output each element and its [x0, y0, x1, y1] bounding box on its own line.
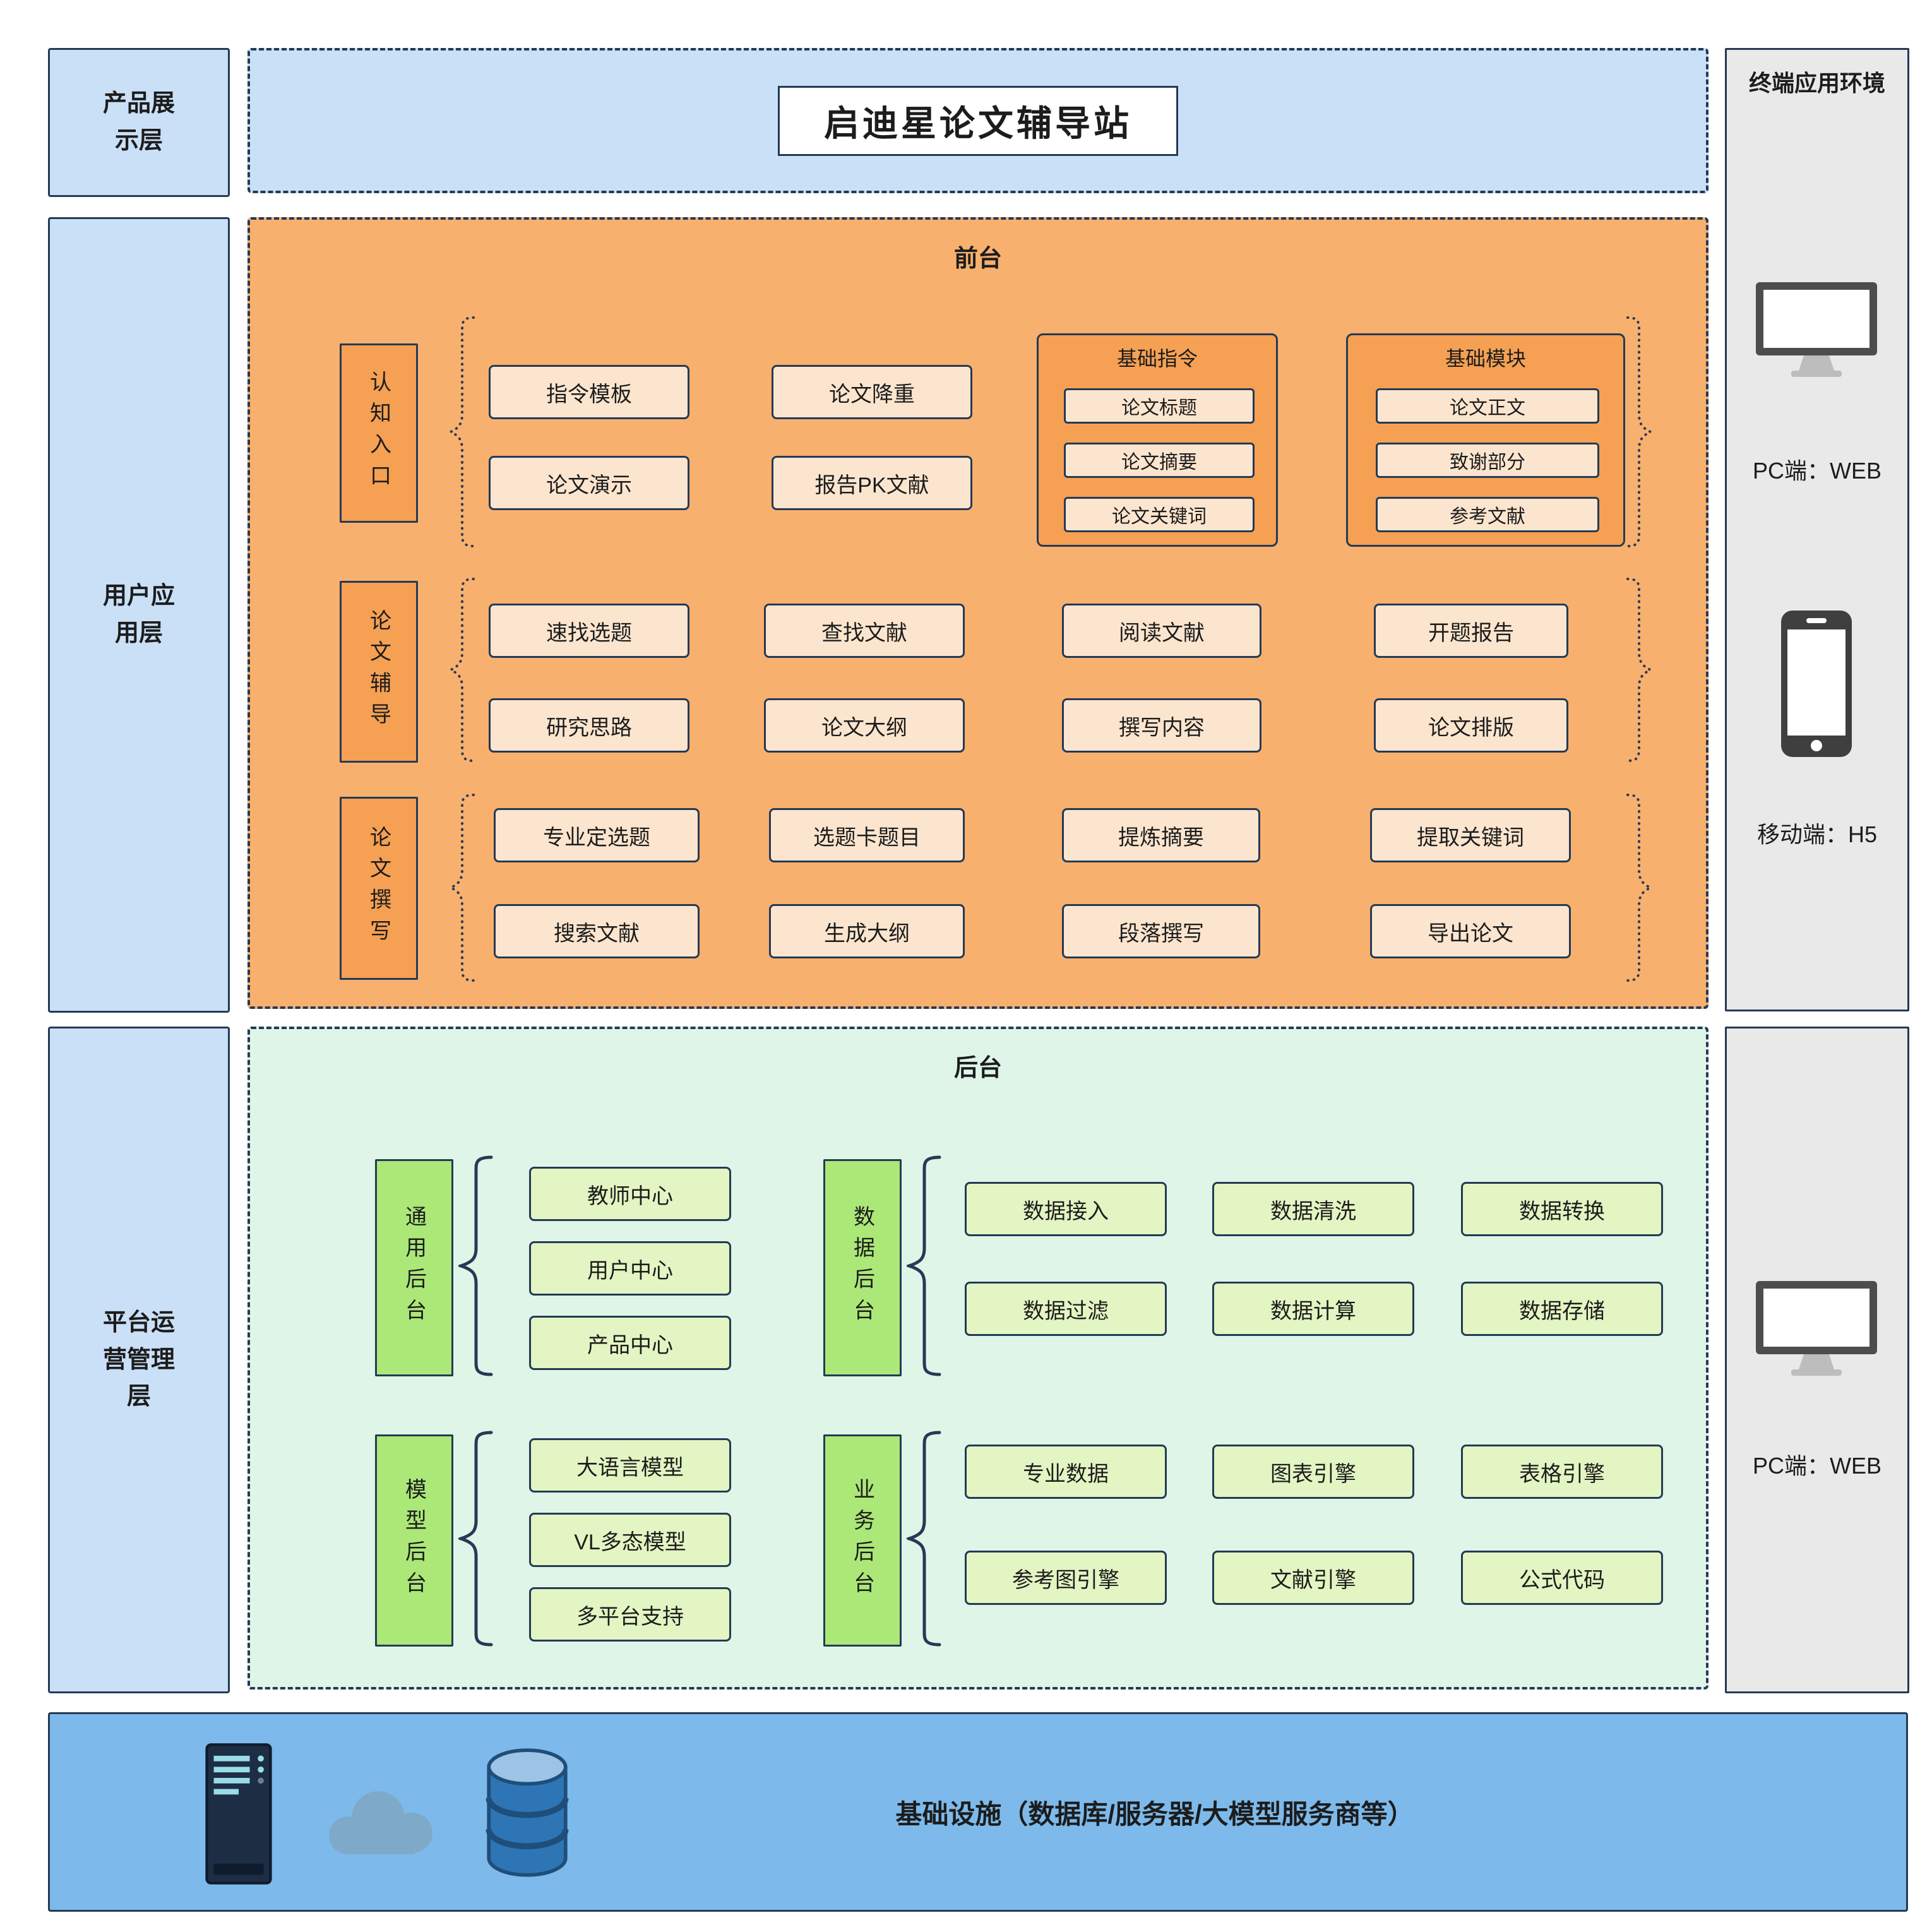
front-item: 段落撰写: [1062, 904, 1260, 958]
front-item: 论文演示: [489, 456, 689, 510]
front-item: 提炼摘要: [1062, 808, 1260, 862]
back-group-label-business: 业务后台: [823, 1434, 902, 1647]
back-item: 表格引擎: [1461, 1445, 1663, 1499]
front-item: 生成大纲: [769, 904, 965, 958]
dotted-brace-right-icon: [1626, 316, 1653, 547]
back-item: 数据接入: [965, 1182, 1167, 1236]
front-item: 研究思路: [489, 698, 689, 753]
dotted-brace-right-icon: [1626, 578, 1653, 762]
front-item: 阅读文献: [1062, 604, 1261, 658]
front-group-basic-instructions: 基础指令 论文标题 论文摘要 论文关键词: [1037, 333, 1278, 547]
terminal-pc-label: PC端：WEB: [1752, 458, 1881, 484]
group-item: 参考文献: [1376, 497, 1599, 532]
front-item: 查找文献: [764, 604, 965, 658]
group-item: 致谢部分: [1376, 443, 1599, 478]
back-group-label-data: 数据后台: [823, 1159, 902, 1376]
smartphone-icon: [1781, 611, 1852, 757]
dotted-brace-left-icon: [448, 794, 475, 982]
layer-label: 产品展示层: [103, 90, 176, 154]
infrastructure-bar: 基础设施（数据库/服务器/大模型服务商等）: [48, 1712, 1908, 1912]
page-title: 启迪星论文辅导站: [778, 85, 1178, 156]
front-row-label-paper-writing: 论文撰写: [340, 797, 418, 980]
front-item: 报告PK文献: [772, 456, 972, 510]
layer-user-application: 用户应用层: [48, 217, 230, 1013]
layer-platform-operations: 平台运营管理层: [48, 1027, 230, 1693]
front-panel: 前台 认知入口 指令模板 论文演示 论文降重 报告PK文献 基础指令 论文标题 …: [247, 217, 1708, 1009]
infrastructure-label: 基础设施（数据库/服务器/大模型服务商等）: [895, 1799, 1414, 1829]
back-item: 数据存储: [1461, 1282, 1663, 1336]
back-item: 教师中心: [529, 1167, 731, 1221]
group-item: 论文标题: [1064, 388, 1255, 424]
monitor-icon: [1756, 282, 1877, 377]
front-item: 选题卡题目: [769, 808, 965, 862]
group-title: 基础模块: [1445, 347, 1526, 370]
back-item: 数据过滤: [965, 1282, 1167, 1336]
layer-label: 用户应用层: [103, 583, 176, 647]
front-row-label-cognition-entry: 认知入口: [340, 343, 418, 523]
layer-label: 平台运营管理层: [103, 1309, 176, 1410]
front-item: 论文大纲: [764, 698, 965, 753]
back-group-label-model: 模型后台: [375, 1434, 453, 1647]
back-item: 数据转换: [1461, 1182, 1663, 1236]
server-icon: [205, 1743, 272, 1885]
back-item: 专业数据: [965, 1445, 1167, 1499]
front-item: 开题报告: [1374, 604, 1568, 658]
front-item: 提取关键词: [1370, 808, 1571, 862]
back-group-label-general: 通用后台: [375, 1159, 453, 1376]
back-panel: 后台 通用后台 教师中心 用户中心 产品中心 数据后台 数据接入 数据清洗 数据…: [247, 1027, 1708, 1690]
brace-left-icon: [458, 1155, 493, 1376]
back-item: 公式代码: [1461, 1551, 1663, 1605]
brace-left-icon: [458, 1431, 493, 1647]
back-item: 参考图引擎: [965, 1551, 1167, 1605]
back-item: 用户中心: [529, 1241, 731, 1296]
back-item: 产品中心: [529, 1316, 731, 1370]
front-item: 撰写内容: [1062, 698, 1261, 753]
dotted-brace-left-icon: [448, 578, 475, 762]
group-title: 基础指令: [1116, 347, 1198, 370]
terminal-panel-title: 终端应用环境: [1748, 70, 1885, 96]
front-item: 速找选题: [489, 604, 689, 658]
brace-left-icon: [907, 1431, 941, 1647]
terminal-environment-panel-2: PC端：WEB: [1725, 1027, 1909, 1693]
front-panel-label: 前台: [953, 246, 1002, 272]
front-item: 导出论文: [1370, 904, 1571, 958]
terminal-mobile-label: 移动端：H5: [1756, 821, 1878, 847]
group-item: 论文关键词: [1064, 497, 1255, 532]
front-item: 论文降重: [772, 365, 972, 419]
front-item: 专业定选题: [494, 808, 700, 862]
group-item: 论文正文: [1376, 388, 1599, 424]
back-item: 图表引擎: [1212, 1445, 1414, 1499]
database-icon: [486, 1748, 569, 1877]
cloud-icon: [329, 1791, 432, 1854]
brace-left-icon: [907, 1155, 941, 1376]
group-item: 论文摘要: [1064, 443, 1255, 478]
front-item: 指令模板: [489, 365, 689, 419]
monitor-icon: [1756, 1281, 1877, 1376]
front-row-label-paper-tutoring: 论文辅导: [340, 581, 418, 763]
back-item: 数据清洗: [1212, 1182, 1414, 1236]
back-item: 大语言模型: [529, 1438, 731, 1493]
back-item: 数据计算: [1212, 1282, 1414, 1336]
terminal-pc-label-2: PC端：WEB: [1752, 1453, 1881, 1479]
layer-product-display: 产品展示层: [48, 48, 230, 197]
back-item: 多平台支持: [529, 1587, 731, 1642]
title-panel: 启迪星论文辅导站: [247, 48, 1708, 193]
back-panel-label: 后台: [953, 1055, 1002, 1082]
dotted-brace-right-icon: [1626, 794, 1653, 982]
front-group-basic-modules: 基础模块 论文正文 致谢部分 参考文献: [1346, 333, 1625, 547]
back-item: 文献引擎: [1212, 1551, 1414, 1605]
front-item: 论文排版: [1374, 698, 1568, 753]
back-item: VL多态模型: [529, 1513, 731, 1567]
front-item: 搜索文献: [494, 904, 700, 958]
dotted-brace-left-icon: [448, 316, 475, 547]
terminal-environment-panel: 终端应用环境 PC端：WEB 移动端：H5: [1725, 48, 1909, 1011]
